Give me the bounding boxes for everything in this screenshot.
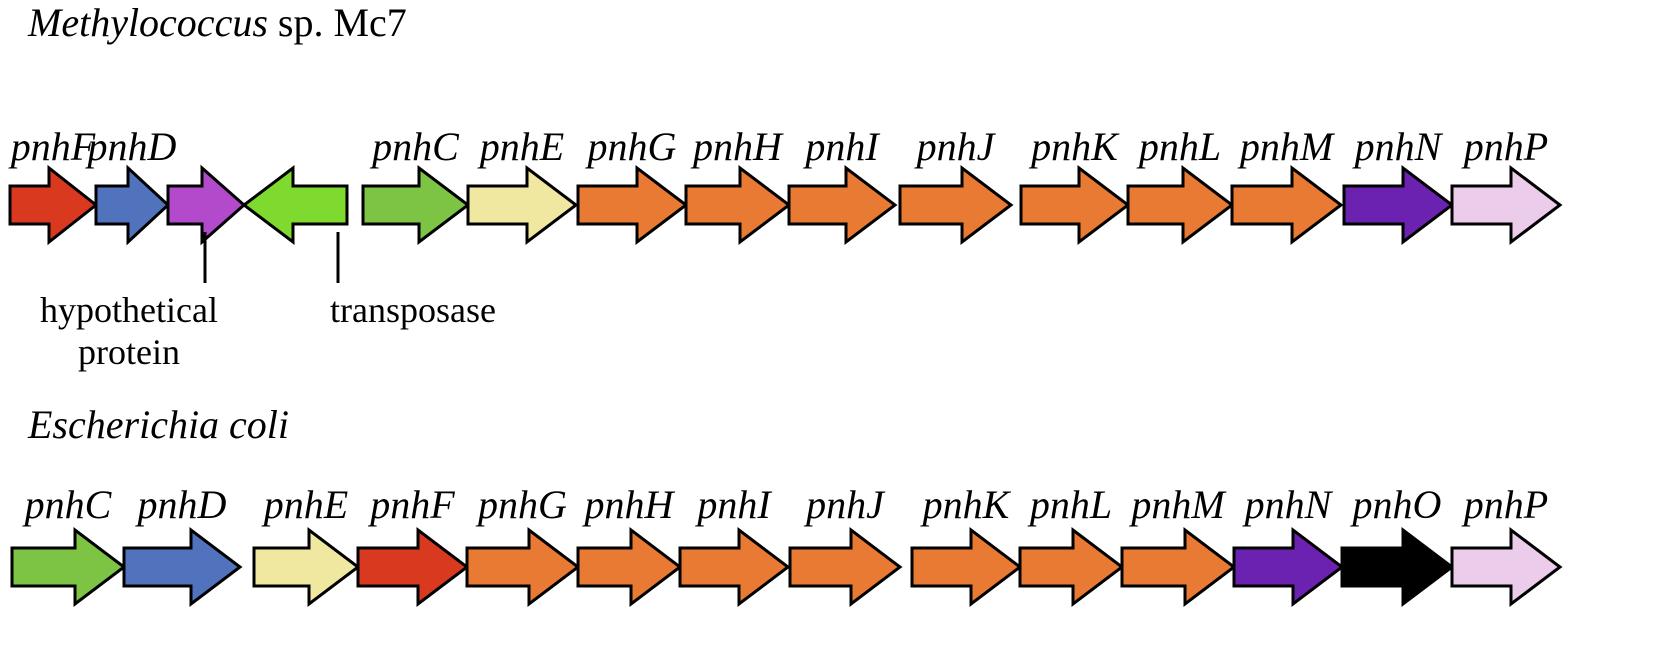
gene-arrow-pnhd — [94, 164, 171, 246]
gene-label-pnhh: pnhH — [690, 124, 784, 169]
gene-arrow-pnhg — [465, 526, 581, 608]
gene-arrow-pnhp — [1450, 164, 1563, 246]
gene-arrow-magenta-gene — [166, 164, 247, 246]
gene-arrow-pnhk — [910, 526, 1023, 608]
organism-name-rest: sp. Mc7 — [268, 0, 407, 45]
gene-arrow-pnhn — [1232, 526, 1345, 608]
gene-label-pnhe: pnhE — [261, 482, 348, 527]
organism-name-italic: Methylococcus — [27, 0, 268, 45]
gene-label-pnhp: pnhP — [1461, 124, 1548, 169]
gene-label-pnhi: pnhI — [694, 482, 772, 527]
gene-label-pnhp: pnhP — [1461, 482, 1548, 527]
gene-label-pnhe: pnhE — [477, 124, 564, 169]
gene-arrow-pnhk — [1019, 164, 1131, 246]
gene-label-pnhg: pnhG — [475, 482, 567, 527]
annotation-transposase: transposase — [330, 290, 496, 330]
gene-label-pnhi: pnhI — [802, 124, 880, 169]
gene-arrow-pnhe — [252, 526, 361, 608]
gene-arrow-lime-gene — [241, 164, 349, 246]
gene-arrow-pnhf — [356, 526, 470, 608]
gene-label-pnhn: pnhN — [1242, 482, 1334, 527]
gene-arrow-pnhh — [576, 526, 683, 608]
gene-arrow-pnhi — [787, 164, 898, 246]
gene-arrow-pnhi — [678, 526, 791, 608]
gene-arrow-pnhm — [1120, 526, 1237, 608]
gene-label-pnhk: pnhK — [1028, 124, 1120, 169]
gene-label-pnhf: pnhF — [8, 124, 96, 169]
gene-label-pnhc: pnhC — [369, 124, 460, 169]
gene-label-pnhl: pnhL — [1027, 482, 1112, 527]
gene-arrow-pnhl — [1018, 526, 1125, 608]
gene-arrow-pnhh — [684, 164, 792, 246]
gene-arrow-pnhm — [1230, 164, 1344, 246]
gene-track-escherichia-coli: pnhC pnhD pnhE pnhF pnhG pnhH pnhI pnhJ pnhK pnhL… — [10, 482, 1563, 608]
annotation-hypothetical-protein-line1: hypothetical — [40, 290, 218, 330]
gene-arrow-pnho — [1340, 526, 1455, 608]
gene-label-pnhc: pnhC — [22, 482, 113, 527]
organism-title-escherichia-coli: Escherichia coli — [27, 402, 289, 447]
gene-label-pnhd: pnhD — [135, 482, 227, 527]
gene-arrow-pnhg — [576, 164, 689, 246]
gene-arrow-pnhn — [1342, 164, 1455, 246]
gene-arrow-pnhf — [8, 164, 99, 246]
gene-arrow-pnhp — [1450, 526, 1563, 608]
gene-label-pnhm: pnhM — [1237, 124, 1336, 169]
gene-label-pnhj: pnhJ — [803, 482, 886, 527]
gene-label-pnhm: pnhM — [1128, 482, 1227, 527]
gene-arrow-pnhj — [788, 526, 903, 608]
gene-arrow-pnhl — [1126, 164, 1235, 246]
annotation-hypothetical-protein-line2: protein — [78, 332, 180, 372]
gene-label-pnhf: pnhF — [367, 482, 455, 527]
gene-label-pnhg: pnhG — [585, 124, 677, 169]
gene-label-pnhh: pnhH — [582, 482, 676, 527]
gene-label-pnhd: pnhD — [85, 124, 177, 169]
gene-label-pnhk: pnhK — [920, 482, 1012, 527]
gene-arrow-pnhd — [122, 526, 243, 608]
gene-label-pnhj: pnhJ — [914, 124, 997, 169]
gene-label-pnhn: pnhN — [1352, 124, 1444, 169]
gene-arrow-pnhc — [361, 164, 471, 246]
gene-arrow-pnhe — [466, 164, 579, 246]
gene-label-pnhl: pnhL — [1136, 124, 1221, 169]
gene-label-pnho: pnhO — [1350, 482, 1442, 527]
gene-arrow-pnhj — [898, 164, 1014, 246]
gene-arrow-pnhc — [10, 526, 127, 608]
organism-title-methylococcus: Methylococcus sp. Mc7 — [27, 0, 407, 45]
